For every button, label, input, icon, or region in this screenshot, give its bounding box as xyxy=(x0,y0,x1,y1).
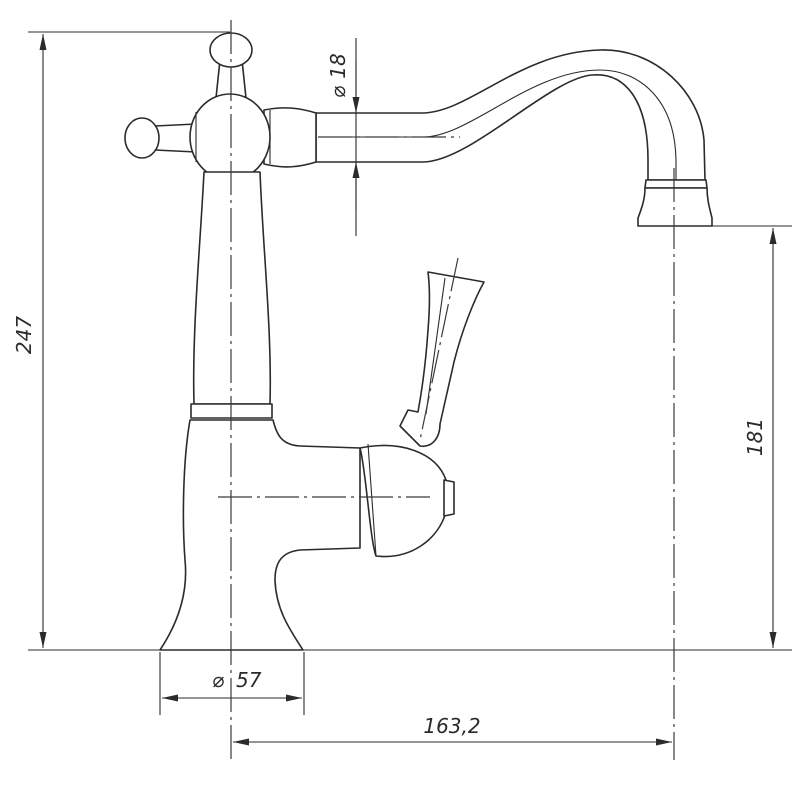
dimension-base-diameter: ⌀ 57 xyxy=(162,668,302,702)
spout-outlet xyxy=(637,187,713,227)
total-height-label: 247 xyxy=(12,316,36,354)
spout-collar xyxy=(263,107,317,168)
dimension-spout-reach: 163,2 xyxy=(233,714,672,746)
spout-reach-label: 163,2 xyxy=(423,714,480,738)
dimension-total-height: 247 xyxy=(12,34,47,648)
spout-outlet-ring xyxy=(644,179,708,189)
spout-highlight xyxy=(318,69,677,180)
spout-diameter-symbol: ⌀ xyxy=(326,86,350,98)
spout-pipe xyxy=(315,49,706,181)
lower-body xyxy=(159,419,361,651)
lever-cap-end xyxy=(443,479,455,517)
lever-centerline xyxy=(419,257,459,441)
dimension-spout-height: 181 xyxy=(743,228,777,648)
faucet-outline xyxy=(124,32,713,651)
base-diameter-symbol: ⌀ xyxy=(212,668,224,692)
lever-cap xyxy=(359,444,447,558)
central-hub xyxy=(189,93,271,181)
dimension-spout-diameter: ⌀ 18 xyxy=(326,53,360,210)
base-diameter-label: 57 xyxy=(236,668,262,692)
centerlines xyxy=(218,20,675,760)
spout-height-label: 181 xyxy=(743,418,767,456)
lever-handle xyxy=(399,271,485,448)
upper-column xyxy=(192,171,272,405)
left-handle-knob xyxy=(124,117,160,159)
spout-diameter-label: 18 xyxy=(326,53,350,78)
